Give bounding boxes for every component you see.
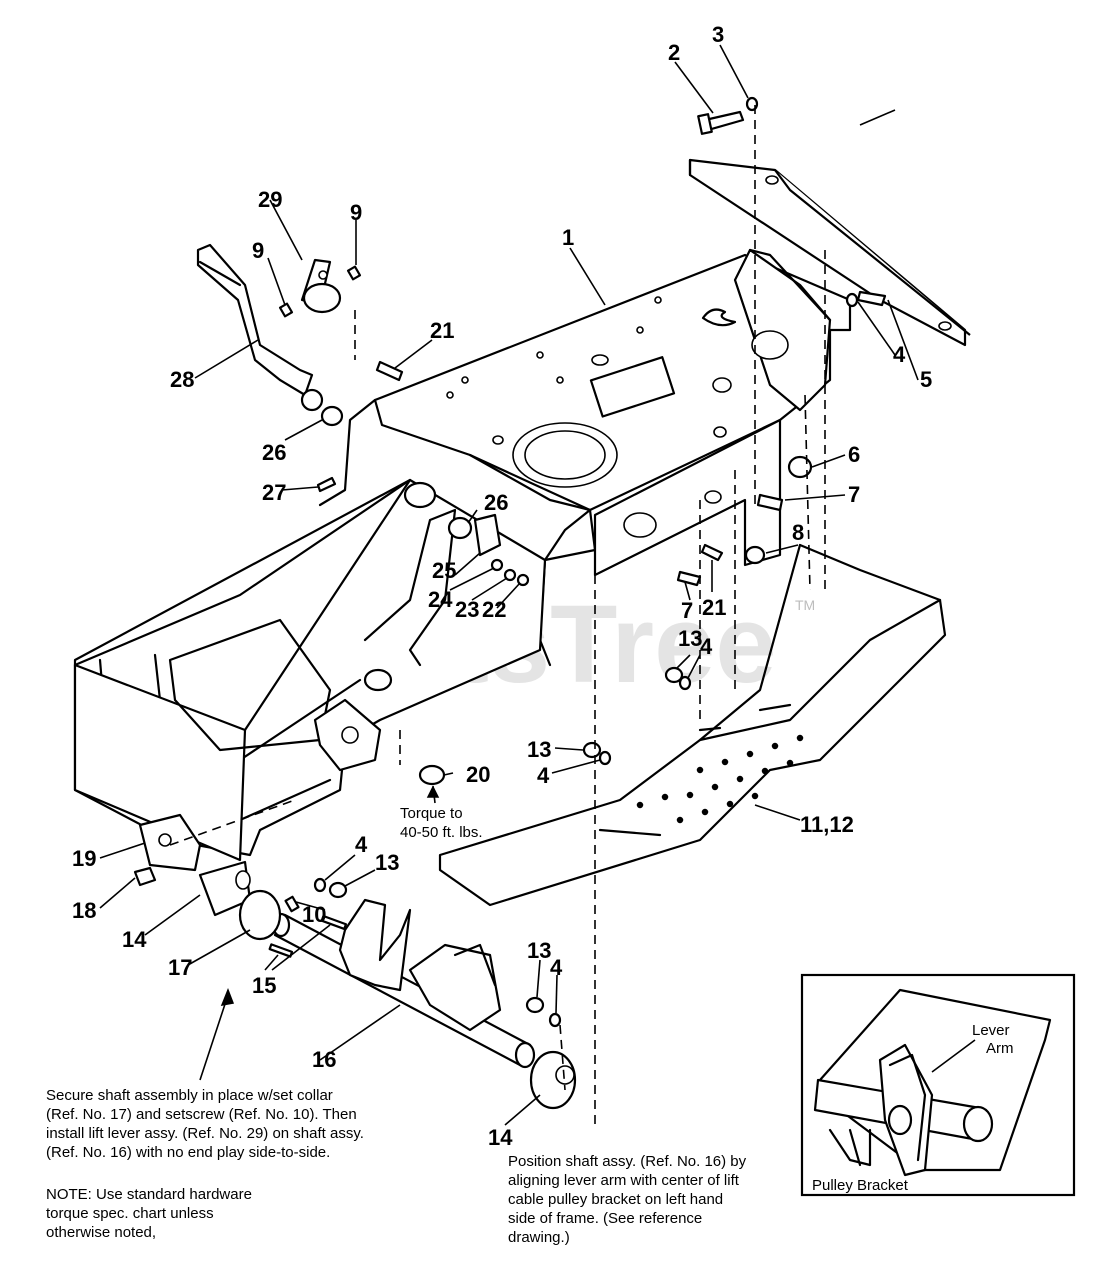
leader-lines: [99, 44, 919, 1126]
svg-text:drawing.): drawing.): [508, 1229, 570, 1246]
callout-21: 21: [702, 595, 726, 620]
standard-hardware-note: NOTE: Use standard hardware torque spec.…: [46, 1186, 252, 1241]
callout-4: 4: [355, 832, 368, 857]
callout-14: 14: [122, 927, 147, 952]
inset-arm-label: Arm: [986, 1040, 1014, 1057]
svg-text:(Ref. No. 17) and setscrew (Re: (Ref. No. 17) and setscrew (Ref. No. 10)…: [46, 1106, 357, 1123]
callout-6: 6: [848, 442, 860, 467]
svg-text:40-50 ft. lbs.: 40-50 ft. lbs.: [400, 824, 483, 841]
svg-text:otherwise noted,: otherwise noted,: [46, 1224, 156, 1241]
callout-14: 14: [488, 1125, 513, 1150]
callout-13: 13: [527, 737, 551, 762]
callout-10: 10: [302, 902, 326, 927]
callout-24: 24: [428, 587, 453, 612]
callout-7: 7: [681, 598, 693, 623]
svg-text:NOTE: Use standard hardware: NOTE: Use standard hardware: [46, 1186, 252, 1203]
svg-text:install lift lever assy. (Ref.: install lift lever assy. (Ref. No. 29) o…: [46, 1125, 364, 1142]
callout-2: 2: [668, 40, 680, 65]
svg-text:side of frame. (See reference: side of frame. (See reference: [508, 1210, 702, 1227]
svg-text:Torque to: Torque to: [400, 805, 463, 822]
position-shaft-note: Position shaft assy. (Ref. No. 16) by al…: [508, 1153, 747, 1246]
inset-pulley-bracket-label: Pulley Bracket: [812, 1177, 909, 1194]
callout-19: 19: [72, 846, 96, 871]
inset-lever-arm-label: Lever: [972, 1022, 1010, 1039]
svg-text:aligning lever arm with center: aligning lever arm with center of lift: [508, 1172, 740, 1189]
torque-note: Torque to 40-50 ft. lbs.: [400, 805, 483, 841]
foot-plate-part-11-12: [438, 543, 947, 907]
svg-text:(Ref. No. 16) with no end play: (Ref. No. 16) with no end play side-to-s…: [46, 1144, 330, 1161]
callout-26: 26: [262, 440, 286, 465]
svg-text:Secure shaft assembly in place: Secure shaft assembly in place w/set col…: [46, 1087, 333, 1104]
callout-9: 9: [350, 200, 362, 225]
callout-28: 28: [170, 367, 194, 392]
callout-29: 29: [258, 187, 282, 212]
callout-5: 5: [920, 367, 932, 392]
watermark-trademark: TM: [795, 597, 815, 613]
secure-shaft-note: Secure shaft assembly in place w/set col…: [46, 1087, 364, 1161]
callout-15: 15: [252, 973, 276, 998]
lift-lever-part-28: [196, 243, 324, 412]
callout-18: 18: [72, 898, 96, 923]
callout-4: 4: [550, 955, 563, 980]
callout-23: 23: [455, 597, 479, 622]
callout-22: 22: [482, 597, 506, 622]
callout-13: 13: [375, 850, 399, 875]
callout-25: 25: [432, 558, 456, 583]
rear-cross-bar: [688, 158, 971, 412]
callout-numbers: 2 3 1 4 5 6 7 8 7 21 29 9 9 28 21 26 27 …: [72, 22, 932, 1150]
frame-part-1: [73, 253, 852, 862]
callout-4: 4: [537, 763, 550, 788]
callout-1: 1: [562, 225, 574, 250]
svg-text:Position shaft assy. (Ref. No.: Position shaft assy. (Ref. No. 16) by: [508, 1153, 747, 1170]
foot-plate-holes: [636, 734, 804, 824]
callout-13: 13: [678, 626, 702, 651]
callout-4: 4: [893, 342, 906, 367]
reference-inset: Lever Arm Pulley Bracket: [800, 973, 1076, 1197]
callout-11-12: 11,12: [800, 812, 854, 837]
callout-20: 20: [466, 762, 490, 787]
lift-arm-part-29: [300, 258, 342, 314]
callout-13: 13: [527, 938, 551, 963]
callout-16: 16: [312, 1047, 336, 1072]
lift-shaft-part-16: [138, 813, 577, 1110]
callout-17: 17: [168, 955, 192, 980]
svg-text:torque spec. chart unless: torque spec. chart unless: [46, 1205, 214, 1222]
callout-9: 9: [252, 238, 264, 263]
hardware: [133, 96, 887, 1028]
assembly-lines: [169, 105, 826, 1130]
callout-8: 8: [792, 520, 804, 545]
callout-21: 21: [430, 318, 454, 343]
callout-26: 26: [484, 490, 508, 515]
svg-text:cable pulley bracket on left h: cable pulley bracket on left hand: [508, 1191, 723, 1208]
callout-27: 27: [262, 480, 286, 505]
callout-7: 7: [848, 482, 860, 507]
callout-3: 3: [712, 22, 724, 47]
callout-4: 4: [700, 634, 713, 659]
